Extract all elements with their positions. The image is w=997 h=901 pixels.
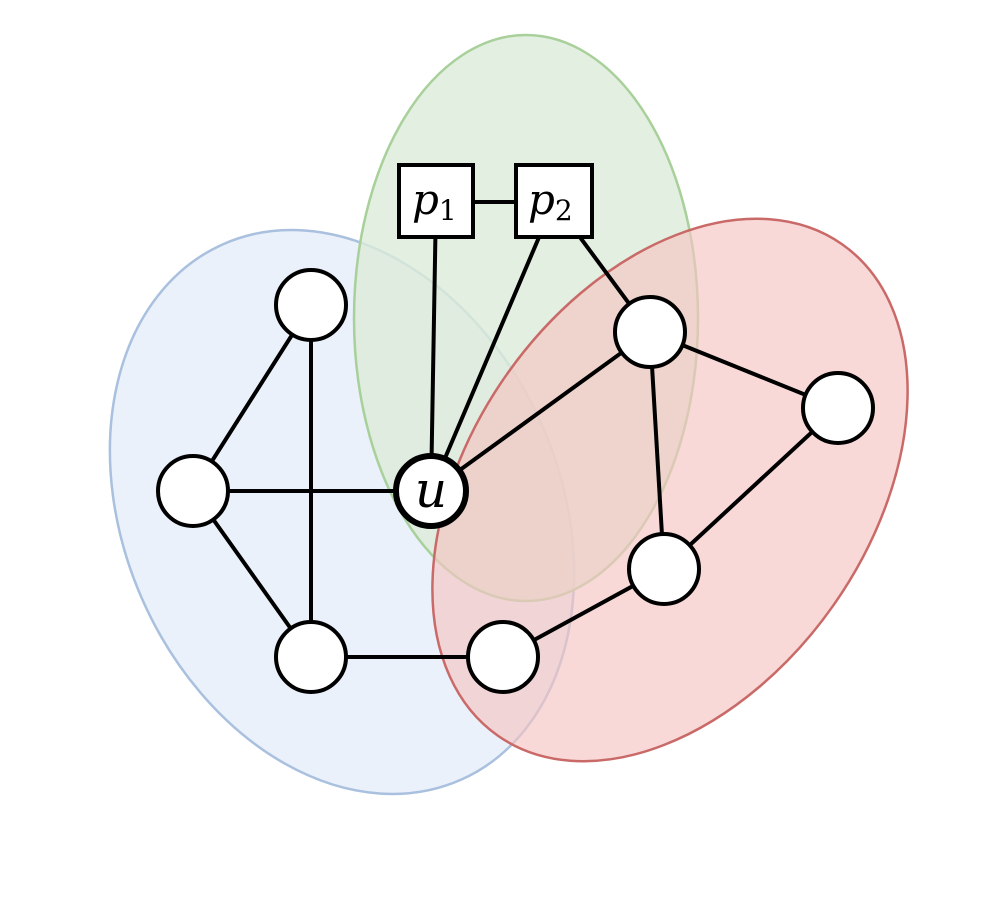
edge-f-g — [662, 406, 840, 571]
node-p2-label: p2 — [528, 175, 573, 227]
node-a — [274, 268, 348, 342]
node-b — [156, 454, 230, 528]
node-c — [274, 620, 348, 694]
node-f — [627, 532, 701, 606]
edge-u-e — [429, 330, 652, 493]
node-p2-label-main: p — [528, 175, 555, 224]
node-g — [801, 371, 875, 445]
square-nodes: p1 p2 — [397, 163, 594, 239]
nodes: u — [156, 268, 875, 694]
edge-u-p1 — [429, 200, 438, 493]
node-u — [393, 453, 469, 529]
node-u-label: u — [415, 461, 447, 519]
regions — [108, 33, 909, 796]
node-p1-label: p1 — [412, 175, 457, 227]
edge-e-f — [648, 330, 666, 571]
node-p2-label-sub: 2 — [555, 194, 573, 227]
region-red — [431, 217, 909, 763]
node-p2 — [514, 163, 594, 239]
node-d — [466, 620, 540, 694]
node-p1-label-sub: 1 — [439, 194, 457, 227]
node-e — [613, 295, 687, 369]
node-p1 — [397, 163, 475, 239]
node-p1-label-main: p — [412, 175, 439, 224]
edge-u-p2 — [429, 200, 556, 493]
